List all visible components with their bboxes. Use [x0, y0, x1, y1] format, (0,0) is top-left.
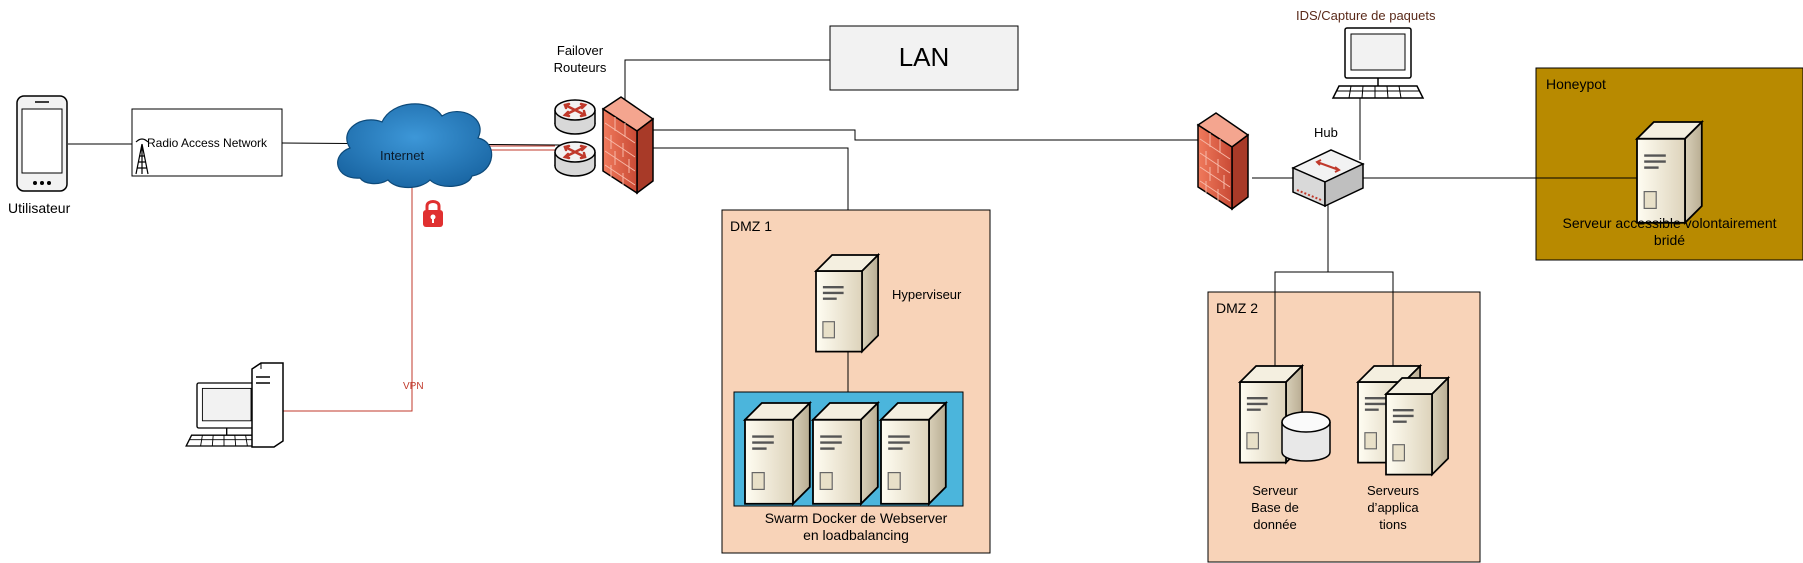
app-servers-label: Serveurs d’applica tions — [1358, 482, 1428, 533]
network-hub-icon[interactable] — [1291, 149, 1365, 208]
server-tower-icon[interactable] — [1384, 376, 1450, 476]
routers-label: Failover Routeurs — [545, 42, 615, 76]
desktop-computer-icon[interactable] — [185, 362, 284, 448]
app-servers-label-line2: d’applica — [1367, 500, 1419, 515]
cloud-icon[interactable] — [337, 103, 493, 189]
server-tower-icon[interactable] — [811, 401, 879, 506]
firewall-icon[interactable] — [1197, 112, 1249, 210]
honeypot-server-label-line1: Serveur accessible volontairement — [1562, 215, 1777, 231]
router-icon[interactable] — [553, 140, 597, 178]
app-servers-label-line3: tions — [1379, 517, 1407, 532]
antenna-tower-icon — [135, 138, 149, 175]
honeypot-server-label-line2: bridé — [1653, 232, 1686, 248]
link-dmz2-db — [1274, 271, 1394, 366]
swarm-label-line1: Swarm Docker de Webserver — [764, 510, 948, 526]
honeypot-title: Honeypot — [1546, 76, 1606, 92]
hypervisor-label: Hyperviseur — [892, 287, 962, 302]
user-label: Utilisateur — [8, 200, 71, 216]
swarm-label-line2: en loadbalancing — [803, 527, 909, 543]
smartphone-icon[interactable] — [16, 95, 68, 192]
dmz2-title: DMZ 2 — [1216, 300, 1258, 316]
ran-label: Radio Access Network — [147, 136, 268, 150]
internet-label: Internet — [380, 148, 425, 163]
db-server-label-line3: donnée — [1253, 517, 1297, 532]
lan-box — [829, 25, 1019, 91]
routers-label-line1: Failover — [556, 43, 604, 58]
server-tower-icon[interactable] — [879, 401, 947, 506]
link-routers-lan — [624, 59, 830, 105]
router-icon[interactable] — [553, 98, 597, 136]
db-server-label: Serveur Base de donnée — [1240, 482, 1310, 533]
honeypot-server-label: Serveur accessible volontairement bridé — [1536, 215, 1803, 249]
firewall-icon[interactable] — [602, 96, 654, 194]
server-tower-icon[interactable] — [1635, 120, 1704, 225]
swarm-label: Swarm Docker de Webserver en loadbalanci… — [722, 510, 990, 544]
dmz1-title: DMZ 1 — [730, 218, 772, 234]
db-server-label-line1: Serveur — [1252, 483, 1298, 498]
link-routers-dmz1 — [650, 147, 849, 210]
vpn-label: VPN — [403, 381, 424, 392]
app-servers-label-line1: Serveurs — [1366, 483, 1420, 498]
lock-icon — [423, 200, 443, 227]
routers-label-line2: Routeurs — [553, 60, 607, 75]
lan-label: LAN — [898, 42, 950, 72]
db-server-label-line2: Base de — [1251, 500, 1299, 515]
server-tower-icon[interactable] — [743, 401, 811, 506]
server-tower-icon[interactable] — [814, 253, 880, 353]
link-routers-firewall2 — [650, 129, 1200, 141]
monitor-keyboard-icon[interactable] — [1332, 27, 1424, 99]
database-icon — [1281, 411, 1331, 462]
hub-label: Hub — [1314, 125, 1338, 140]
ran-box — [131, 108, 283, 177]
ids-label: IDS/Capture de paquets — [1296, 8, 1436, 23]
